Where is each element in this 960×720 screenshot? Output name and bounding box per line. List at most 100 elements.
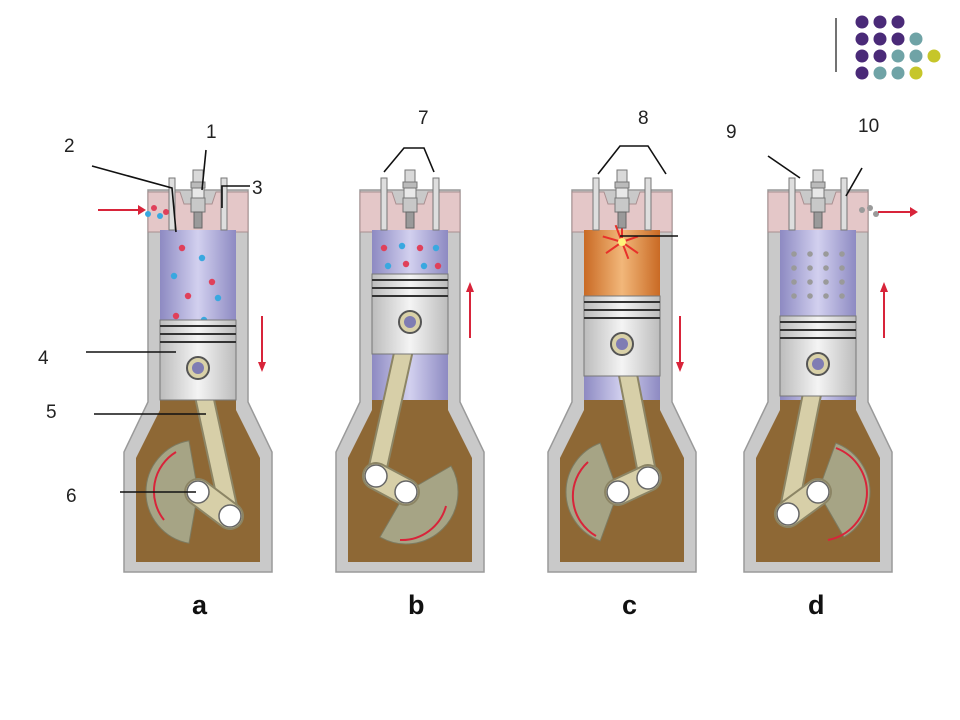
piston-icon (583, 295, 661, 377)
engine-panel-d (743, 169, 918, 573)
exhaust-particle (839, 293, 845, 299)
fuel-particle (380, 244, 388, 252)
rotation-arrow (827, 447, 868, 541)
rotation-arrow (571, 461, 597, 537)
exhaust-particle (823, 293, 829, 299)
exhaust-valve (644, 177, 652, 231)
callout-lines (86, 145, 863, 493)
exhaust-particle (867, 205, 873, 211)
decorative-dot-grid-icon (835, 15, 941, 80)
direction-arrow-icon (880, 282, 888, 292)
panel-label-b: b (408, 590, 425, 620)
rotation-arrow (153, 451, 177, 521)
exhaust-particle (859, 207, 865, 213)
label-10-exhaust-valve: 10 (858, 116, 879, 137)
fuel-particle (214, 294, 222, 302)
crank-pin (636, 466, 660, 490)
crank-pin (776, 502, 800, 526)
decor-dot (891, 32, 905, 46)
crankshaft-main-bearing (806, 480, 830, 504)
exhaust-particle (839, 251, 845, 257)
exhaust-particle (839, 265, 845, 271)
crank-pin (364, 464, 388, 488)
exhaust-particle (791, 251, 797, 257)
exhaust-particle (807, 265, 813, 271)
exhaust-valve (840, 177, 848, 231)
exhaust-particle (839, 279, 845, 285)
decor-dot (873, 49, 887, 63)
fuel-particle (208, 278, 216, 286)
engine-panel-c (547, 169, 697, 573)
fuel-particle (178, 244, 186, 252)
decor-dot (891, 15, 905, 29)
fuel-particle (163, 209, 169, 215)
exhaust-particle (873, 211, 879, 217)
fuel-particle (384, 262, 392, 270)
piston-icon (779, 315, 857, 397)
direction-arrow-icon (258, 362, 266, 372)
label-5-connecting-rod: 5 (46, 402, 57, 423)
direction-arrow-icon (676, 362, 684, 372)
direction-arrow-icon (466, 282, 474, 292)
exhaust-particle (791, 279, 797, 285)
decor-dot (873, 32, 887, 46)
panel-label-a: a (192, 590, 208, 620)
exhaust-particle (791, 265, 797, 271)
ignition-spark-icon (602, 224, 639, 260)
panel-label-c: c (622, 590, 637, 620)
fuel-particle (416, 244, 424, 252)
intake-valve (788, 177, 796, 231)
intake-valve (592, 177, 600, 231)
decor-dot (873, 66, 887, 80)
intake-valve (380, 177, 388, 231)
engine-panel-b (335, 169, 485, 573)
exhaust-particle (791, 293, 797, 299)
fuel-particle (157, 213, 163, 219)
fuel-particle (184, 292, 192, 300)
crankshaft-main-bearing (606, 480, 630, 504)
exhaust-particle (823, 265, 829, 271)
fuel-particle (145, 211, 151, 217)
fuel-particle (434, 262, 442, 270)
label-8-ignition: 8 (638, 108, 649, 129)
decor-dot (909, 49, 923, 63)
label-6-crankshaft: 6 (66, 486, 77, 507)
fuel-particle (151, 205, 157, 211)
fuel-particle (170, 272, 178, 280)
label-4-piston: 4 (38, 348, 49, 369)
exhaust-particle (807, 279, 813, 285)
crankshaft-counterweight (817, 442, 871, 538)
crank-pin (218, 504, 242, 528)
label-9-intake-valve: 9 (726, 122, 737, 143)
exhaust-valve (432, 177, 440, 231)
decor-dot (855, 15, 869, 29)
panel-label-d: d (808, 590, 825, 620)
fuel-particle (420, 262, 428, 270)
exhaust-particle (807, 293, 813, 299)
direction-arrow-icon (138, 205, 146, 215)
exhaust-particle (823, 279, 829, 285)
decor-dot (873, 15, 887, 29)
decor-dot (855, 66, 869, 80)
label-7-valves-closed: 7 (418, 108, 429, 129)
engine-panel-a (98, 169, 273, 573)
fuel-particle (198, 254, 206, 262)
decor-dot (891, 66, 905, 80)
fuel-particle (402, 260, 410, 268)
cylinder-chamber (780, 230, 856, 316)
label-2-intake-valve: 2 (64, 136, 75, 157)
piston-icon (159, 319, 237, 401)
crankshaft-main-bearing (394, 480, 418, 504)
rotation-arrow (399, 505, 447, 542)
crankshaft-counterweight (379, 465, 459, 545)
fuel-particle (172, 312, 180, 320)
decor-dot (909, 66, 923, 80)
decor-dot (909, 32, 923, 46)
exhaust-particle (807, 251, 813, 257)
exhaust-particle (823, 251, 829, 257)
label-1-spark-plug: 1 (206, 122, 217, 143)
decor-dot (855, 32, 869, 46)
crankshaft-counterweight (565, 442, 619, 542)
decor-dot (891, 49, 905, 63)
